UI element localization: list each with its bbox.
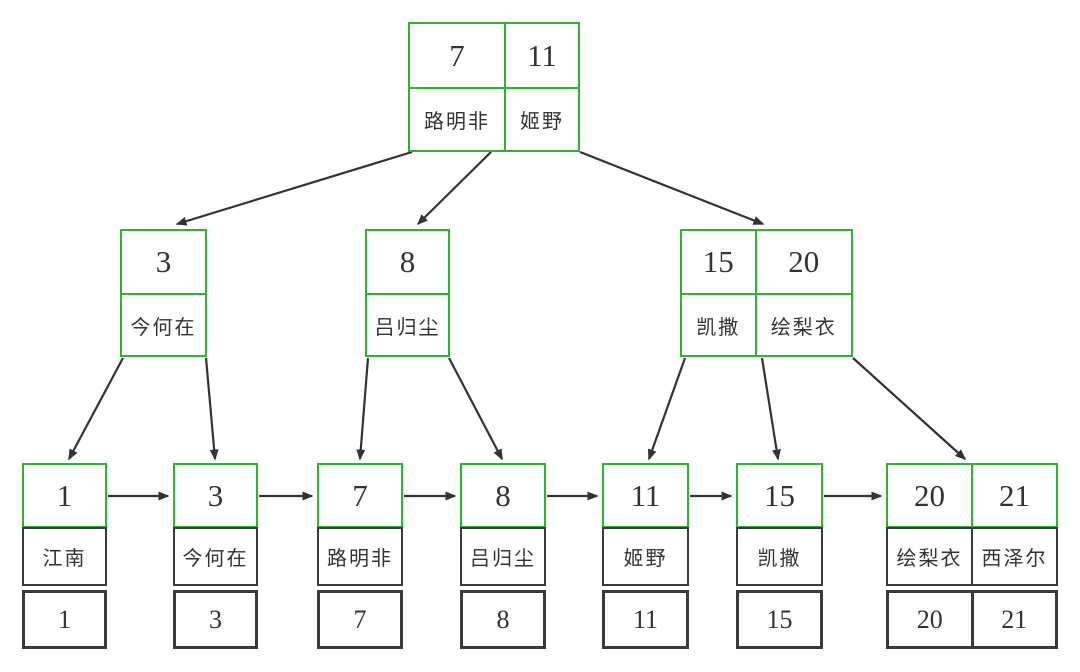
leaf-node-8: 8 吕归尘 8: [460, 463, 546, 649]
name-cell: 今何在: [122, 293, 205, 355]
key-cell: 1: [56, 477, 73, 513]
edge-root-to-internal-left: [175, 150, 413, 226]
internal-node-mid: 8 吕归尘: [365, 229, 450, 357]
key-cell: 8: [399, 244, 416, 279]
value-cell: 7: [353, 604, 367, 634]
edge-int-left-to-leaf-3: [204, 357, 219, 461]
name-cell: 凯撒: [757, 548, 802, 570]
key-cell: 11: [630, 477, 661, 513]
value-cell: 1: [58, 604, 71, 634]
name-cell: 吕归尘: [470, 548, 536, 570]
key-cell: 15: [702, 244, 734, 279]
leaf-node-7: 7 路明非 7: [317, 463, 403, 649]
edge-root-to-internal-right: [579, 150, 765, 226]
name-cell: 绘梨衣: [754, 293, 851, 355]
value-cell: 3: [209, 604, 222, 634]
key-cell: 7: [449, 37, 465, 73]
name-cell: 吕归尘: [367, 293, 448, 355]
key-cell: 8: [495, 477, 511, 513]
edge-int-mid-to-leaf-8: [448, 357, 503, 461]
internal-node-right: 15 凯撒 20 绘梨衣: [680, 229, 853, 357]
name-cell: 江南: [42, 548, 87, 570]
value-cell: 8: [496, 604, 510, 634]
value-cell: 11: [632, 604, 659, 634]
name-cell: 绘梨衣: [896, 548, 963, 570]
key-cell: 20: [754, 231, 852, 293]
value-cell: 21: [970, 593, 1056, 646]
name-cell: 路明非: [327, 548, 393, 570]
leaf-node-15: 15 凯撒 15: [736, 463, 823, 649]
edge-int-right-to-leaf-15: [760, 357, 781, 461]
key-cell: 3: [207, 477, 224, 513]
leaf-node-1: 1 江南 1: [22, 463, 107, 649]
leaf-node-3: 3 今何在 3: [173, 463, 258, 649]
internal-node-left: 3 今何在: [120, 229, 207, 357]
name-cell: 今何在: [182, 548, 249, 570]
key-cell: 11: [504, 24, 578, 87]
edge-root-to-internal-mid: [416, 151, 492, 226]
leaf-node-20-21: 20 21 绘梨衣 西泽尔 20 21: [886, 463, 1058, 649]
value-cell: 20: [916, 604, 943, 634]
name-cell: 西泽尔: [971, 529, 1056, 584]
edge-int-left-to-leaf-1: [68, 357, 124, 461]
name-cell: 姬野: [623, 548, 668, 570]
leaf-node-11: 11 姬野 11: [602, 463, 689, 649]
key-cell: 20: [914, 477, 945, 513]
key-cell: 7: [352, 477, 368, 513]
value-cell: 15: [766, 604, 793, 634]
edge-int-right-to-leaf-11: [647, 357, 687, 461]
key-cell: 21: [971, 465, 1056, 526]
name-cell: 姬野: [504, 87, 578, 150]
edge-int-right-to-leaf-20: [852, 357, 967, 461]
name-cell: 凯撒: [682, 293, 755, 355]
name-cell: 路明非: [410, 87, 504, 150]
root-node: 7 路明非 11 姬野: [408, 22, 580, 152]
edge-int-mid-to-leaf-7: [356, 357, 370, 461]
key-cell: 15: [764, 477, 795, 513]
key-cell: 3: [155, 244, 172, 279]
